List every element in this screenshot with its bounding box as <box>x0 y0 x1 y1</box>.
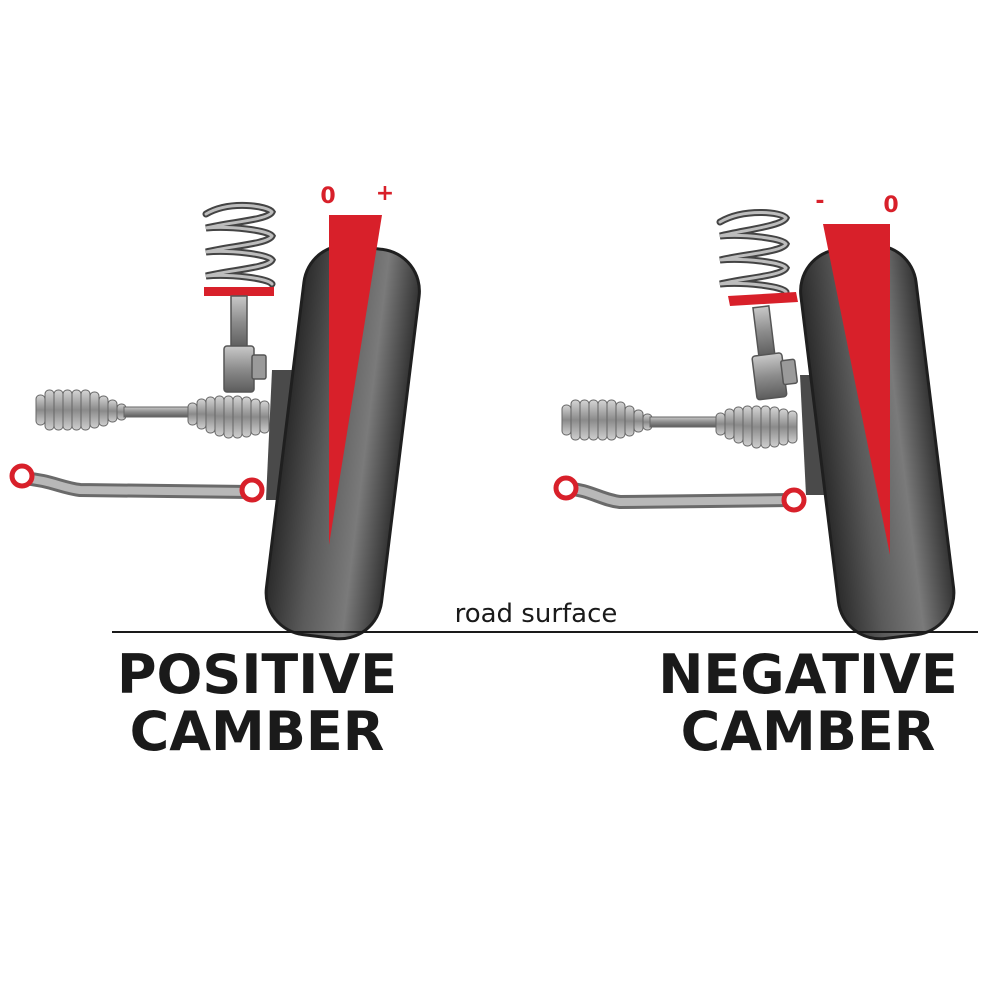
road-surface-label: road surface <box>455 599 618 629</box>
positive-mark-plus: + <box>376 181 394 206</box>
ball-joint-inner <box>553 475 579 501</box>
coil-spring-icon <box>202 201 277 288</box>
negative-mark-minus: - <box>815 189 824 214</box>
ball-joint-outer <box>781 487 807 513</box>
camber-wedge-icon <box>823 224 890 555</box>
negative-title-line1: NEGATIVE <box>658 643 958 706</box>
cv-boot-icon <box>35 389 270 439</box>
shock-absorber-icon <box>223 295 267 393</box>
positive-camber-assembly: 0 + <box>9 181 421 641</box>
negative-mark-zero: 0 <box>883 193 898 218</box>
control-arm-icon <box>553 475 807 513</box>
control-arm-icon <box>9 463 265 503</box>
ball-joint-outer <box>239 477 265 503</box>
spring-seat <box>728 292 798 306</box>
spring-seat <box>204 287 274 296</box>
negative-title-line2: CAMBER <box>681 700 936 763</box>
negative-camber-assembly: - 0 <box>553 189 956 641</box>
ball-joint-inner <box>9 463 35 489</box>
cv-boot-icon <box>561 399 798 449</box>
camber-wedge-icon <box>329 215 382 545</box>
coil-spring-icon <box>716 209 791 296</box>
positive-title-line1: POSITIVE <box>117 643 397 706</box>
shock-absorber-icon <box>751 305 798 401</box>
positive-mark-zero: 0 <box>320 184 335 209</box>
positive-title-line2: CAMBER <box>130 700 385 763</box>
